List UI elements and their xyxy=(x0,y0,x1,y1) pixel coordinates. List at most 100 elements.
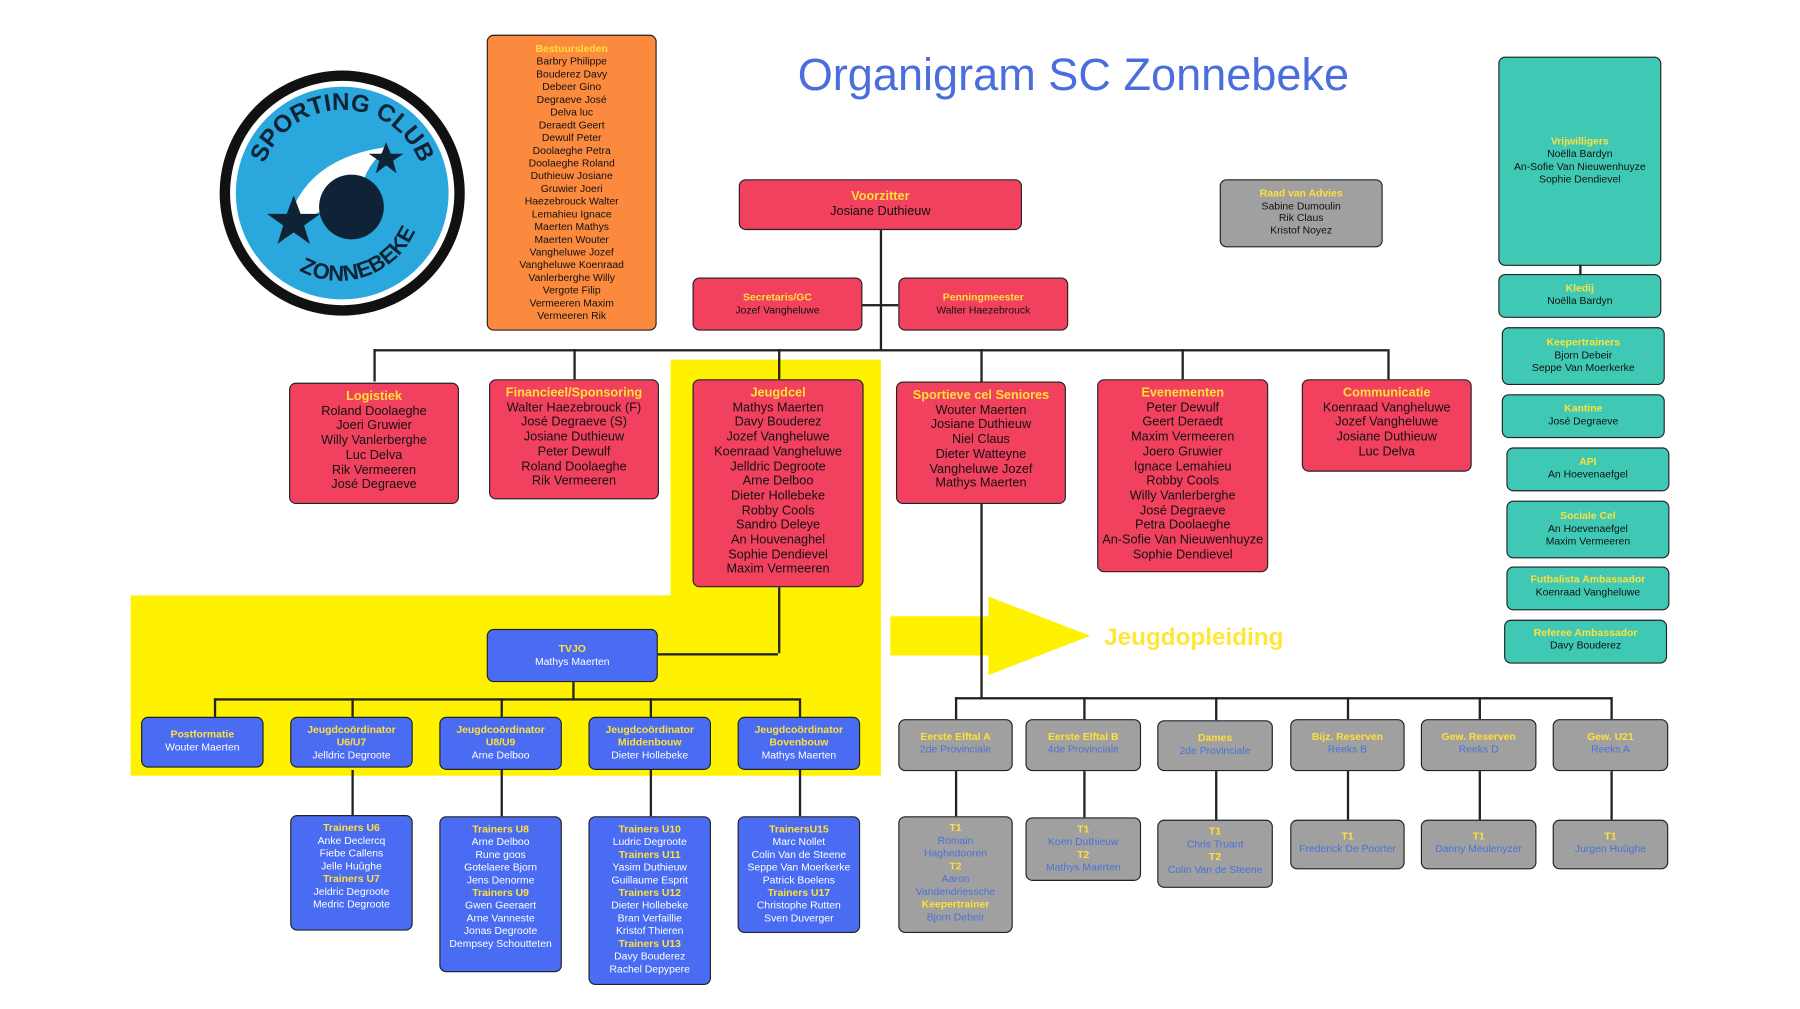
side-member: José Degraeve xyxy=(1548,415,1619,427)
cell-member: Maxim Vermeeren xyxy=(726,562,830,577)
penningmeester-box: Penningmeester Walter Haezebrouck xyxy=(898,277,1069,331)
penningmeester-name: Walter Haezebrouck xyxy=(936,303,1031,316)
cell-member: Josiane Duthieuw xyxy=(930,417,1032,432)
side-member: Bjorn Debeir xyxy=(1554,349,1613,361)
trainers-group-heading: Trainers U6 xyxy=(323,821,380,834)
tvjo-title: TVJO xyxy=(558,642,586,655)
bestuurslid-name: Delva luc xyxy=(550,105,594,118)
secretaris-box: Secretaris/GC Jozef Vangheluwe xyxy=(692,277,863,331)
trainer-name: Patrick Boelens xyxy=(762,874,836,886)
trainer-name: Guillaume Esprit xyxy=(611,874,688,886)
connector-line xyxy=(1215,697,1217,721)
trainer-name: Arne Vanneste xyxy=(466,912,535,924)
trainer-role: T1 xyxy=(1208,825,1222,838)
team-division: Reeks D xyxy=(1458,743,1499,755)
trainer-name: Kristof Thieren xyxy=(615,924,684,937)
cell-title: Sportieve cel Seniores xyxy=(912,388,1050,403)
side-member: An Hoevenaefgel xyxy=(1547,522,1628,535)
connector-line xyxy=(798,698,801,717)
jeugdopleiding-arrow-icon xyxy=(890,596,1091,676)
youth-coordinator-name: Arne Delboo xyxy=(471,749,530,761)
connector-line xyxy=(657,653,779,655)
cell-member: Walter Haezebrouck (F) xyxy=(506,400,642,415)
trainer-name: Fiebe Callens xyxy=(319,847,384,859)
voorzitter-name: Josiane Duthieuw xyxy=(830,204,931,219)
connector-line xyxy=(1083,771,1085,818)
cell-member: Niel Claus xyxy=(951,432,1010,447)
side-member: Noëlla Bardyn xyxy=(1547,294,1613,307)
cell-member: Sophie Dendievel xyxy=(1132,547,1233,562)
connector-line xyxy=(798,769,801,817)
trainer-name: Mathys Maerten xyxy=(1045,861,1121,873)
connector-line xyxy=(980,502,983,699)
trainer-name: Chris Truant xyxy=(1186,838,1244,850)
connector-line xyxy=(573,349,576,380)
trainer-role: T1 xyxy=(1341,830,1354,842)
connector-line xyxy=(213,698,216,717)
side-title: API xyxy=(1579,455,1597,468)
cell-title: Logistiek xyxy=(346,389,402,404)
raad-member: Sabine Dumoulin xyxy=(1261,199,1341,212)
bestuurslid-name: Vangheluwe Jozef xyxy=(529,245,614,258)
trainer-name: Bran Verfaillie xyxy=(617,912,682,924)
trainer-role: T2 xyxy=(1208,850,1222,863)
youth-coordinator-name: Wouter Maerten xyxy=(165,741,240,753)
cell-member: José Degraeve (S) xyxy=(520,415,628,430)
trainer-name: Medric Degroote xyxy=(312,898,390,910)
connector-line xyxy=(1083,697,1085,720)
team-division: 2de Provinciale xyxy=(919,743,992,755)
cell-member: Roland Doolaeghe xyxy=(321,404,427,419)
cell-member: Peter Dewulf xyxy=(537,444,611,459)
cell-member: Peter Dewulf xyxy=(1146,400,1220,415)
trainers-group-heading: TrainersU15 xyxy=(769,823,829,835)
trainer-name: Vandendriessche xyxy=(915,885,996,898)
cell-member: Petra Doolaeghe xyxy=(1134,518,1231,533)
trainer-name: Gotelaere Bjorn xyxy=(464,861,538,873)
bestuurslid-name: Debeer Gino xyxy=(542,80,602,93)
raad-member: Kristof Noyez xyxy=(1270,224,1333,236)
trainer-name: Seppe Van Moerkerke xyxy=(747,861,851,873)
cell-member: Jelldric Degroote xyxy=(730,459,826,474)
cell-member: Roland Doolaeghe xyxy=(521,459,627,474)
team-title: Gew. U21 xyxy=(1587,730,1634,743)
youth-coordinator-name: Jelldric Degroote xyxy=(312,749,391,761)
cell-member: Joero Gruwier xyxy=(1142,444,1223,459)
side-title: Kledij xyxy=(1565,282,1594,294)
jeugdopleiding-label: Jeugdopleiding xyxy=(1104,624,1284,651)
trainer-name: Romain xyxy=(937,834,974,847)
raad-title: Raad van Advies xyxy=(1259,187,1343,199)
bestuurslid-name: Vermeeren Maxim xyxy=(529,296,614,309)
trainers-group-heading: Trainers U10 xyxy=(618,823,681,835)
trainer-name: Rune goos xyxy=(475,848,526,861)
bestuurslid-name: Vanlerberghe Willy xyxy=(528,271,615,283)
side-title: Referee Ambassador xyxy=(1533,626,1638,639)
trainers-group-heading: Trainers U17 xyxy=(767,886,831,899)
connector-line xyxy=(954,697,957,720)
trainer-name: Gwen Geeraert xyxy=(465,899,537,912)
trainer-name: Anke Declercq xyxy=(317,834,386,847)
bestuurslid-name: Duthieuw Josiane xyxy=(530,169,613,182)
club-logo: SPORTING CLUB ZONNEBEKE xyxy=(219,70,465,316)
cell-member: Rik Vermeeren xyxy=(331,463,417,477)
trainer-name: Haghedooren xyxy=(923,847,988,859)
trainer-role: T1 xyxy=(949,821,962,834)
trainer-name: Jelle Huûghe xyxy=(321,860,382,872)
connector-line xyxy=(954,697,1612,699)
trainer-name: Davy Bouderez xyxy=(614,950,686,962)
bestuursleden-title: Bestuursleden xyxy=(535,42,608,55)
connector-line xyxy=(1478,771,1481,820)
cell-member: Sophie Dendievel xyxy=(728,547,828,562)
